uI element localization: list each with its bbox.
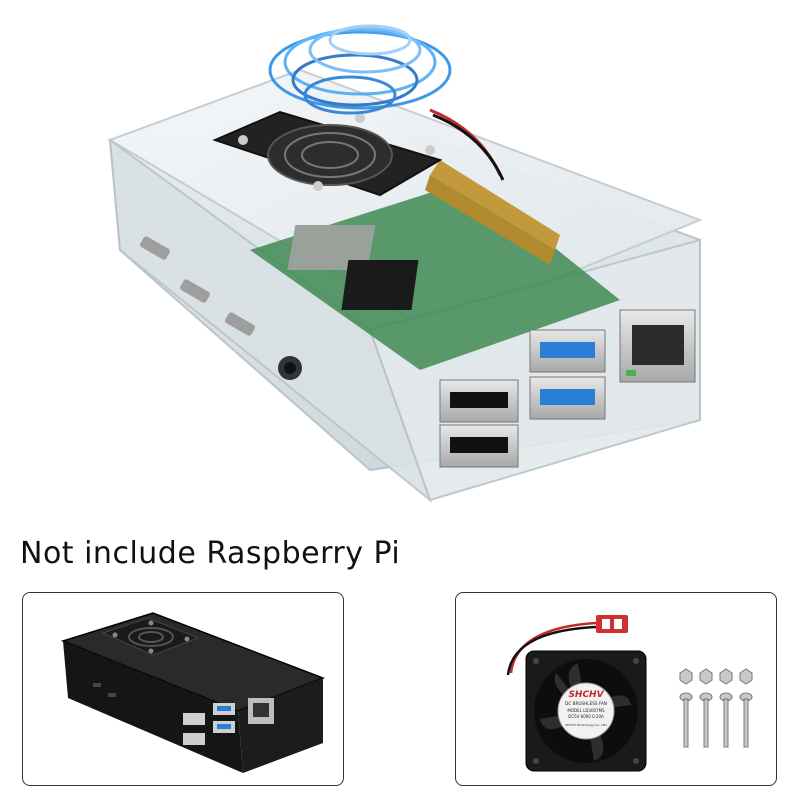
jst-connector [596, 615, 628, 633]
fan-grille-icon [101, 617, 200, 656]
cooling-fan: SHCHV DC BRUSHLESS FAN MODEL LD3007MS DC… [525, 650, 647, 772]
fan-label-line3: DC5V 6000 0.20A [568, 714, 604, 719]
usb3-ports [529, 329, 606, 420]
fan-brand: SHCHV [568, 690, 604, 700]
usb2-ports [439, 379, 519, 468]
fan-on-case [212, 110, 443, 197]
black-case-image [60, 612, 326, 773]
screws [679, 692, 753, 748]
fan-and-screws-image: SHCHV DC BRUSHLESS FAN MODEL LD3007MS DC… [506, 615, 753, 772]
fan-label-line4: SHCHV Technology Co., LTD [565, 723, 607, 727]
clear-case-product-image [107, 24, 703, 503]
fan-label-line1: DC BRUSHLESS FAN [565, 701, 607, 706]
caption: Not include Raspberry Pi [20, 536, 401, 571]
black-case-panel [22, 592, 344, 786]
fan-accessories-panel: SHCHV DC BRUSHLESS FAN MODEL LD3007MS DC… [455, 592, 777, 786]
nuts [679, 668, 753, 685]
ethernet-port [619, 309, 696, 383]
gpio-header [425, 160, 560, 265]
fan-label-line2: MODEL LD3007MS [567, 708, 605, 713]
side-ports [140, 236, 302, 380]
airflow-swirl [268, 24, 452, 115]
